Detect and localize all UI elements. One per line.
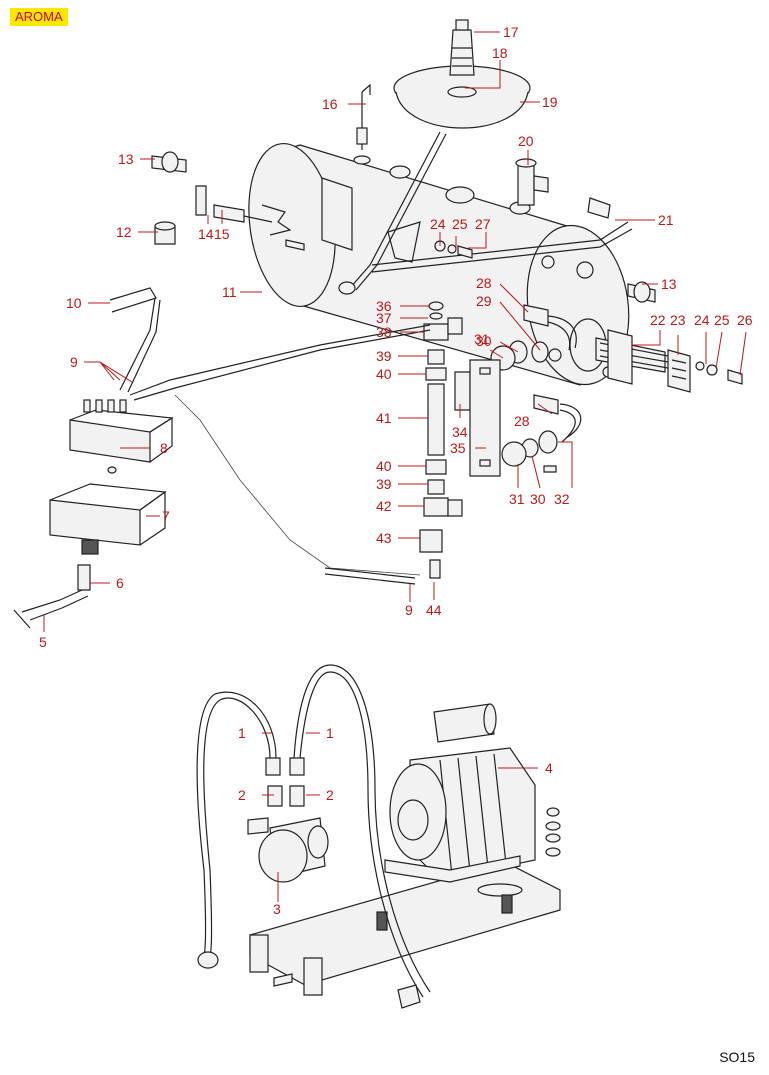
- callout-10: 10: [66, 295, 82, 311]
- callout-17: 17: [503, 24, 519, 40]
- callout-8: 8: [160, 440, 168, 456]
- callout-2a: 2: [238, 787, 246, 803]
- callout-27: 27: [475, 216, 491, 232]
- leader-lines: [43, 31, 747, 902]
- callout-5: 5: [39, 634, 47, 650]
- level-probe: [353, 83, 371, 165]
- callout-41: 41: [376, 410, 392, 426]
- callout-1b: 1: [326, 725, 334, 741]
- callout-9b: 9: [405, 602, 413, 618]
- callout-4: 4: [545, 760, 553, 776]
- callout-1a: 1: [238, 725, 246, 741]
- callout-9a: 9: [70, 354, 78, 370]
- callout-36: 36: [376, 298, 392, 314]
- callout-24a: 24: [430, 216, 446, 232]
- callout-39b: 39: [376, 476, 392, 492]
- drip-tray: [49, 399, 174, 555]
- callout-2b: 2: [326, 787, 334, 803]
- brand-label: AROMA: [10, 8, 68, 26]
- sight-glass-assembly: [419, 301, 501, 579]
- callout-44: 44: [426, 602, 442, 618]
- callout-22: 22: [650, 312, 666, 328]
- callout-23: 23: [670, 312, 686, 328]
- callout-25a: 25: [452, 216, 468, 232]
- callout-34: 34: [452, 424, 468, 440]
- callout-31a: 31: [474, 331, 490, 347]
- callout-29: 29: [476, 293, 492, 309]
- callout-37: 37: [376, 310, 392, 326]
- outlet-hose: [13, 564, 91, 629]
- callout-42: 42: [376, 498, 392, 514]
- callout-11: 11: [222, 284, 237, 300]
- callout-19: 19: [542, 94, 558, 110]
- callout-28a: 28: [476, 275, 492, 291]
- callout-26: 26: [737, 312, 753, 328]
- pump-motor-assembly: [196, 664, 561, 1009]
- callout-30b: 30: [530, 491, 546, 507]
- callout-13b: 13: [661, 276, 677, 292]
- safety-valve: [515, 158, 549, 206]
- callout-30a: 30: [476, 333, 492, 349]
- callout-40a: 40: [376, 366, 392, 382]
- callout-40b: 40: [376, 458, 392, 474]
- callout-35: 35: [450, 440, 466, 456]
- callout-16: 16: [322, 96, 338, 112]
- callout-24b: 24: [694, 312, 710, 328]
- drip-bowl: [393, 19, 531, 129]
- callout-15: 15: [214, 226, 230, 242]
- heating-element: [595, 329, 743, 393]
- callout-14: 14: [198, 226, 214, 242]
- callout-numbers: 17 18 19 16 13 20 21 14 15 24 25 27 12 1…: [39, 24, 753, 917]
- callout-20: 20: [518, 133, 534, 149]
- callout-13a: 13: [118, 151, 134, 167]
- left-fittings: [151, 151, 305, 251]
- boiler-pipe: [338, 131, 633, 295]
- callout-7: 7: [162, 508, 170, 524]
- callout-12: 12: [116, 224, 132, 240]
- callout-32: 32: [554, 491, 570, 507]
- callout-28b: 28: [514, 413, 530, 429]
- callout-6: 6: [116, 575, 124, 591]
- callout-38: 38: [376, 324, 392, 340]
- callout-43: 43: [376, 530, 392, 546]
- callout-39a: 39: [376, 348, 392, 364]
- callout-3: 3: [273, 901, 281, 917]
- callout-18: 18: [492, 45, 508, 61]
- callout-31b: 31: [509, 491, 525, 507]
- sheet-code: SO15: [719, 1049, 755, 1065]
- callout-25b: 25: [714, 312, 730, 328]
- callout-21: 21: [658, 212, 674, 228]
- drain-hoses: [109, 287, 431, 585]
